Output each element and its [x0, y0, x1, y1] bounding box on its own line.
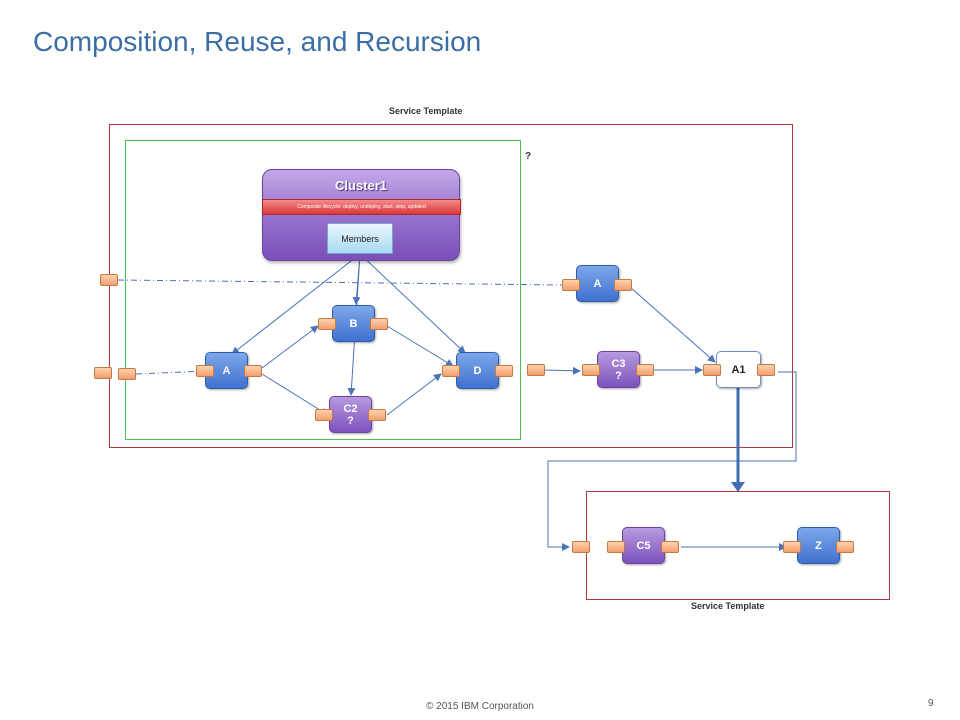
edge-c2-to-d	[386, 373, 442, 416]
port-a-outer-right[interactable]	[614, 279, 632, 291]
page-number: 9	[928, 698, 934, 709]
port-c3-right[interactable]	[636, 364, 654, 376]
port-template-bottom-left[interactable]	[572, 541, 590, 553]
port-template-right[interactable]	[527, 364, 545, 376]
port-a-inner-left[interactable]	[196, 365, 214, 377]
port-c2-left[interactable]	[315, 409, 333, 421]
edge-b-to-d	[386, 325, 454, 367]
node-z[interactable]: Z	[797, 527, 840, 564]
port-z-left[interactable]	[783, 541, 801, 553]
node-d-label: D	[473, 364, 482, 377]
node-a-inner-label: A	[222, 364, 231, 377]
port-template-left-2[interactable]	[118, 368, 136, 380]
port-template-left-1[interactable]	[94, 367, 112, 379]
cluster-composition-frame	[125, 140, 521, 440]
node-a1[interactable]: A1	[716, 351, 761, 388]
cluster1-title: Cluster1	[334, 178, 388, 193]
node-c5-label: C5	[636, 539, 651, 552]
node-c3-label: C3 ?	[611, 357, 626, 382]
node-c5[interactable]: C5	[622, 527, 665, 564]
port-b-right[interactable]	[370, 318, 388, 330]
node-b-label: B	[349, 317, 358, 330]
port-a1-left[interactable]	[703, 364, 721, 376]
port-a-inner-right[interactable]	[244, 365, 262, 377]
port-c5-left[interactable]	[607, 541, 625, 553]
unresolved-marker: ?	[525, 151, 532, 162]
port-d-right[interactable]	[495, 365, 513, 377]
port-z-right[interactable]	[836, 541, 854, 553]
port-template-left-top[interactable]	[100, 274, 118, 286]
port-d-left[interactable]	[442, 365, 460, 377]
node-d[interactable]: D	[456, 352, 499, 389]
cluster1-node[interactable]: Cluster1	[262, 169, 460, 261]
edge-a-outer-to-a1	[629, 286, 716, 363]
node-a1-label: A1	[731, 363, 746, 376]
edge-members-to-a	[231, 253, 361, 355]
port-c3-left[interactable]	[582, 364, 600, 376]
service-template-label-bottom: Service Template	[691, 601, 765, 611]
arrowhead-a1-template	[731, 482, 745, 492]
port-c2-right[interactable]	[368, 409, 386, 421]
node-c2-label: C2 ?	[343, 402, 358, 427]
service-template-label-top: Service Template	[389, 106, 463, 116]
edge-a1-to-c5-substitution	[547, 371, 797, 551]
substitution-line-a-inner	[135, 370, 208, 375]
composite-lifecycle-bar: Composite lifecycle: deploy, undeploy, s…	[262, 199, 461, 215]
service-template-frame-top	[109, 124, 793, 448]
node-a-outer-label: A	[593, 277, 602, 290]
copyright-footer: © 2015 IBM Corporation	[426, 701, 534, 712]
node-a-outer[interactable]: A	[576, 265, 619, 302]
edge-a-to-c2	[261, 373, 329, 416]
node-b[interactable]: B	[332, 305, 375, 342]
port-a1-right[interactable]	[757, 364, 775, 376]
edge-a-to-b	[261, 325, 319, 369]
substitution-line-a	[117, 279, 563, 286]
edge-port-to-c3	[544, 366, 581, 375]
edge-members-to-d	[359, 253, 466, 354]
node-c2[interactable]: C2 ?	[329, 396, 372, 433]
port-b-left[interactable]	[318, 318, 336, 330]
port-c5-right[interactable]	[661, 541, 679, 553]
port-a-outer-left[interactable]	[562, 279, 580, 291]
node-c3[interactable]: C3 ?	[597, 351, 640, 388]
members-box[interactable]: Members	[327, 223, 393, 254]
page-title: Composition, Reuse, and Recursion	[33, 26, 482, 57]
node-z-label: Z	[815, 539, 822, 552]
